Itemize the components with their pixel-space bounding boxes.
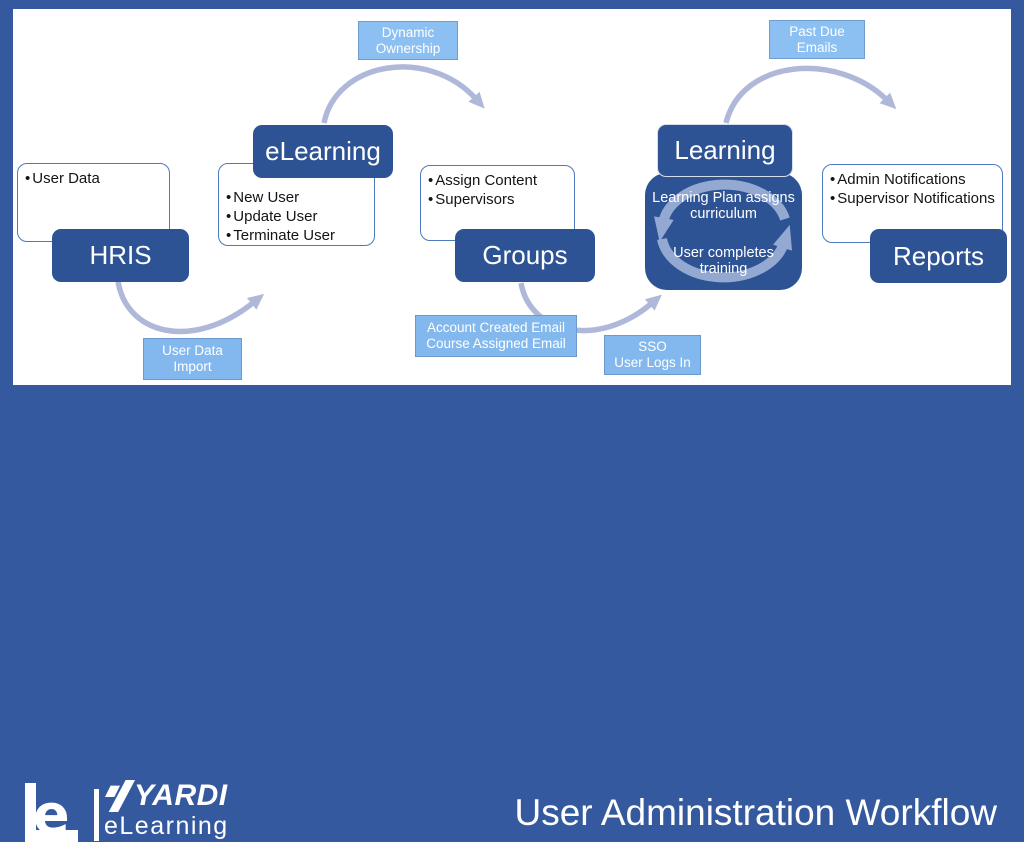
svg-text:e: e — [33, 783, 70, 842]
note-box-hris: •User Data — [17, 163, 170, 242]
note-item: •Supervisors — [428, 191, 515, 208]
stage-label: Learning — [674, 135, 776, 165]
note-item: •Assign Content — [428, 172, 537, 189]
stage-box-learning: Learning — [657, 124, 793, 177]
bullet-icon: • — [226, 227, 232, 244]
stage-box-hris: HRIS — [52, 229, 189, 282]
bullet-icon: • — [25, 170, 31, 187]
stage-label: HRIS — [89, 240, 152, 270]
logo-divider — [94, 789, 99, 841]
connector-label-dynamic-ownership: Dynamic Ownership — [358, 21, 458, 60]
connector-label-account-emails: Account Created Email Course Assigned Em… — [415, 315, 577, 357]
connector-label-sso: SSO User Logs In — [604, 335, 701, 375]
bullet-icon: • — [226, 189, 232, 206]
stage-label: eLearning — [265, 136, 381, 166]
footer-title: User Administration Workflow — [514, 792, 997, 833]
cycle-step: Learning Plan assigns curriculum — [652, 190, 795, 222]
stage-label: Groups — [482, 240, 568, 270]
elearning-logo-mark: e — [25, 783, 78, 842]
note-item: •Terminate User — [226, 227, 335, 244]
yardi-y-icon — [104, 780, 136, 812]
stage-box-elearning: eLearning — [253, 125, 393, 178]
connector-label-past-due-emails: Past Due Emails — [769, 20, 865, 59]
note-box-groups: •Assign Content •Supervisors — [420, 165, 575, 241]
bullet-icon: • — [830, 171, 836, 188]
cycle-arrows-icon — [654, 179, 793, 283]
note-item: •User Data — [25, 170, 100, 187]
note-item: •Supervisor Notifications — [830, 190, 995, 207]
bullet-icon: • — [226, 208, 232, 225]
connector-label-user-data-import: User Data Import — [143, 338, 242, 380]
note-item: •Update User — [226, 208, 318, 225]
bullet-icon: • — [830, 190, 836, 207]
bullet-icon: • — [428, 191, 434, 208]
yardi-logo: YARDI eLearning — [104, 779, 229, 840]
stage-box-reports: Reports — [870, 229, 1007, 283]
cycle-step: User completes training — [673, 245, 774, 277]
stage-label: Reports — [892, 240, 985, 271]
learning-cycle-box: Learning Plan assigns curriculum User co… — [645, 173, 802, 290]
footer-bar: e YARDI eLearning User Administration Wo… — [0, 385, 1024, 842]
yardi-wordmark: YARDI — [134, 779, 228, 812]
bullet-icon: • — [428, 172, 434, 189]
note-item: •New User — [226, 189, 300, 206]
stage-box-groups: Groups — [455, 229, 595, 282]
elearning-wordmark: eLearning — [104, 812, 229, 840]
note-item: •Admin Notifications — [830, 171, 966, 188]
